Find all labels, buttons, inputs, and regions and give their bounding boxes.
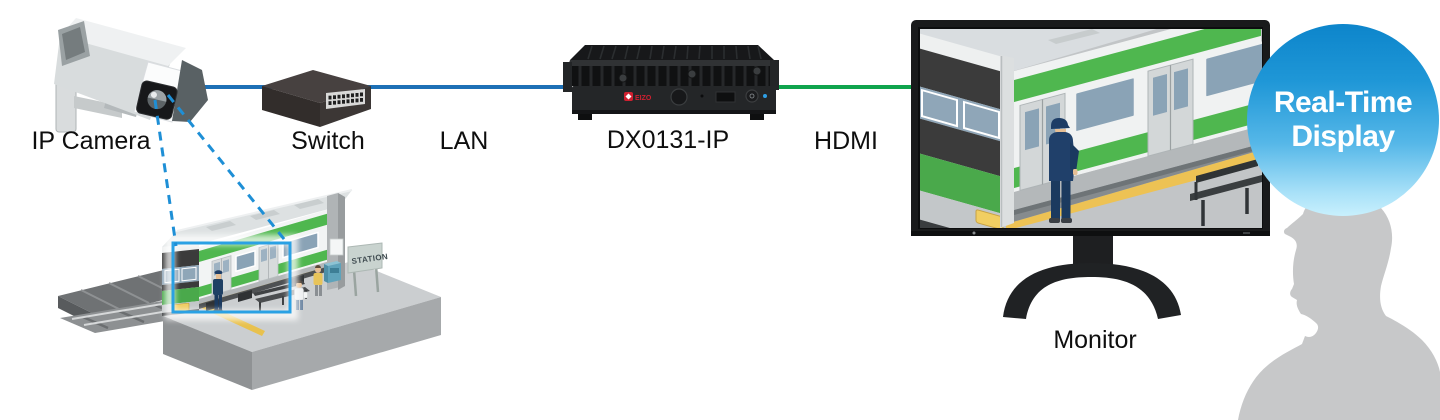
badge-line1: Real-Time <box>1273 86 1413 119</box>
monitor-stand-base <box>1003 263 1181 319</box>
observer-silhouette <box>1238 191 1440 420</box>
monitor-screen <box>920 29 1262 228</box>
screen-train-front <box>920 33 1004 228</box>
switch-ports <box>328 92 363 105</box>
screen-bench <box>1190 159 1262 226</box>
ip-camera-label: IP Camera <box>31 127 151 155</box>
realtime-display-badge: Real-Time Display <box>1247 24 1439 216</box>
hdmi-line <box>777 85 914 89</box>
station-sign: STATION <box>347 242 389 297</box>
switch-label: Switch <box>291 127 365 155</box>
vending-machine <box>324 261 341 283</box>
camera-fov-lines <box>153 94 290 247</box>
monitor-label: Monitor <box>1053 326 1137 354</box>
lan-line <box>197 85 563 89</box>
decoder-top-grille <box>587 45 762 60</box>
decoder-brand-logo: EIZO <box>624 92 652 102</box>
passenger-yellow <box>313 265 323 296</box>
hdmi-label: HDMI <box>814 127 878 155</box>
station-scene-illustration: STATION <box>58 189 441 390</box>
screen-attendant <box>1049 118 1079 223</box>
network-switch-illustration <box>262 70 371 127</box>
camera-fov-highlight-rect <box>171 241 292 314</box>
badge-line2: Display <box>1291 120 1395 153</box>
decoder-box-illustration: EIZO <box>563 45 779 120</box>
decoder-label: DX0131-IP <box>606 126 730 154</box>
monitor-illustration <box>911 20 1270 319</box>
decoder-brand-text: EIZO <box>635 95 652 102</box>
ip-camera-illustration <box>54 18 208 133</box>
lan-label: LAN <box>439 127 489 155</box>
